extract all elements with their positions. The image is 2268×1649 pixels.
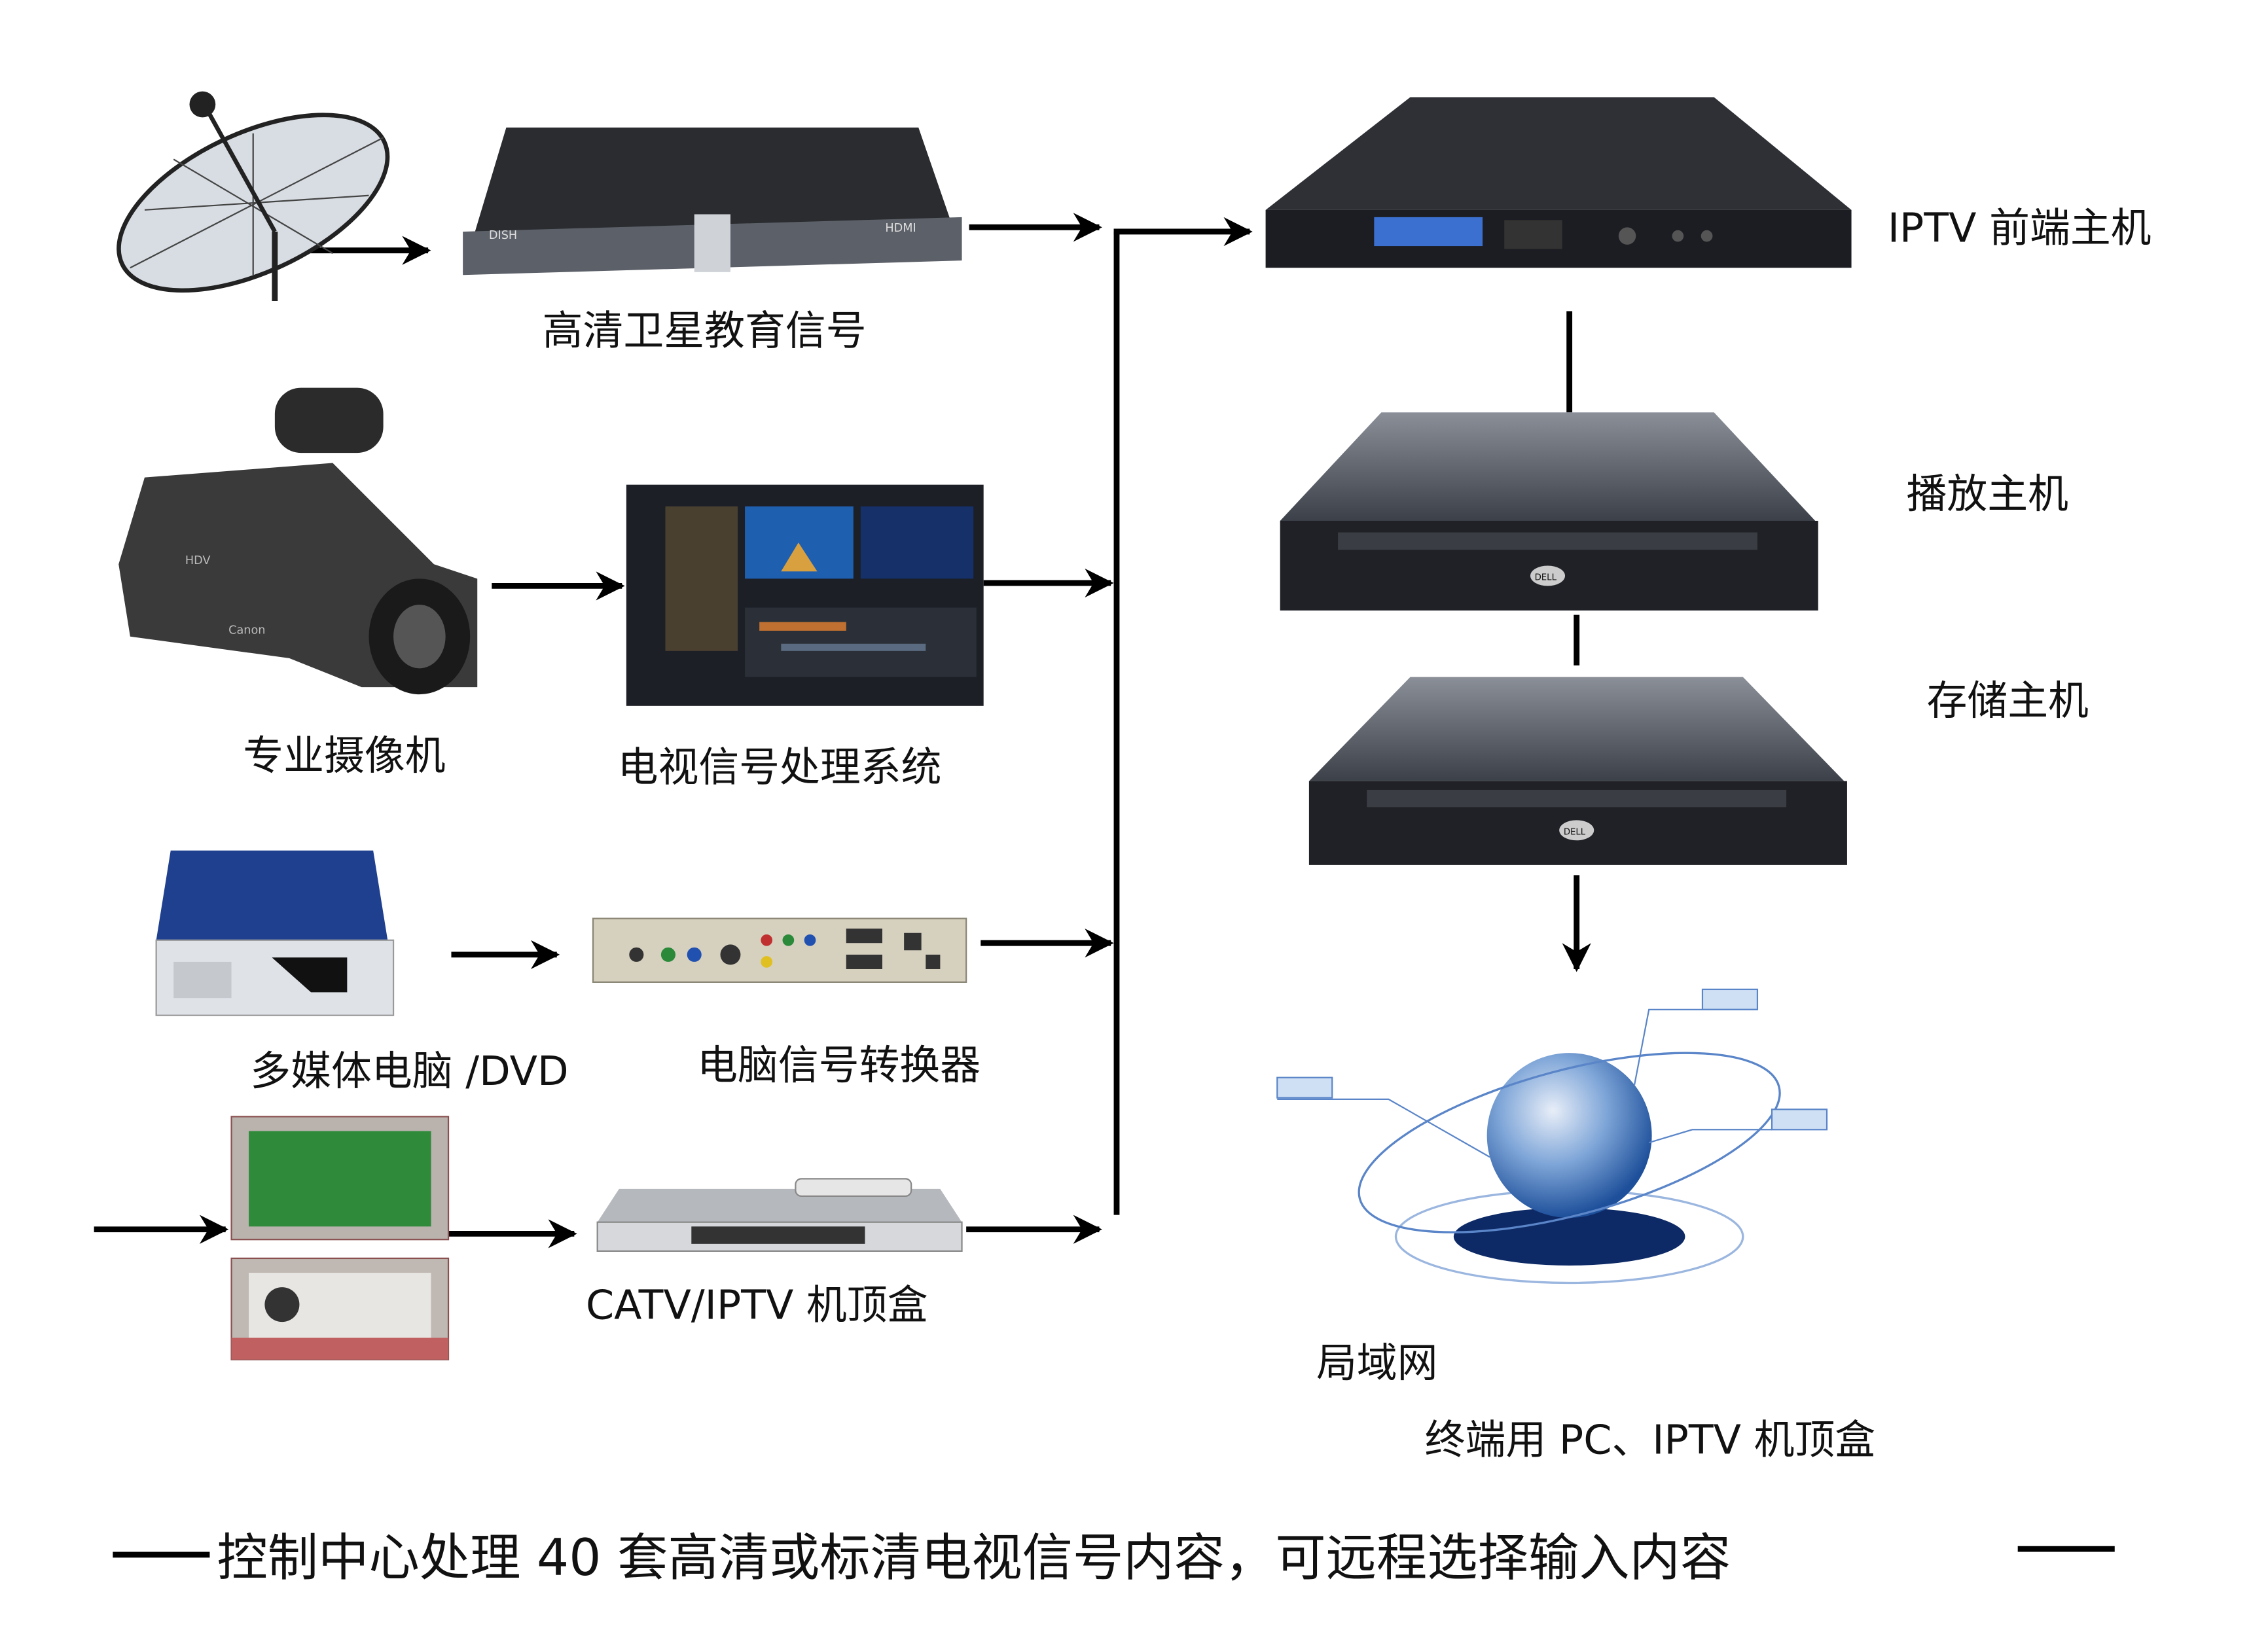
satellite-dish-image bbox=[117, 91, 390, 302]
label-multimedia-pc: 多媒体电脑 /DVD bbox=[250, 1048, 568, 1095]
label-catv-stb: CATV/IPTV 机顶盒 bbox=[586, 1282, 928, 1329]
receiver-brand: DISH bbox=[489, 229, 517, 242]
camera-hdv: HDV bbox=[185, 554, 211, 567]
catv-amplifier-image bbox=[230, 1116, 450, 1360]
multimedia-pc-image bbox=[155, 850, 395, 1016]
storage-server-image: DELL bbox=[1308, 677, 1847, 865]
catv-iptv-stb-image bbox=[596, 1178, 963, 1252]
lan-globe-image bbox=[1276, 988, 1828, 1285]
camera-brand: Canon bbox=[228, 624, 265, 637]
connectors bbox=[94, 213, 1591, 1249]
tv-processing-screen-image bbox=[626, 484, 984, 706]
playout-brand: DELL bbox=[1535, 573, 1557, 583]
receiver-hdmi: HDMI bbox=[885, 222, 916, 235]
label-satellite-signal: 高清卫星教育信号 bbox=[543, 307, 867, 354]
iptv-headend-image bbox=[1265, 97, 1852, 268]
pro-camera-image: Canon HDV bbox=[118, 387, 478, 695]
label-pc-converter: 电脑信号转换器 bbox=[697, 1042, 981, 1089]
label-playout-server: 播放主机 bbox=[1907, 470, 2068, 518]
label-tv-processing: 电视信号处理系统 bbox=[618, 744, 942, 791]
storage-brand: DELL bbox=[1564, 827, 1586, 837]
label-lan: 局域网 bbox=[1316, 1339, 1438, 1387]
label-pro-camera: 专业摄像机 bbox=[243, 732, 445, 779]
label-terminals: 终端用 PC、IPTV 机顶盒 bbox=[1425, 1416, 1876, 1463]
label-storage-server: 存储主机 bbox=[1926, 677, 2088, 724]
label-iptv-headend: IPTV 前端主机 bbox=[1888, 204, 2151, 251]
footer-caption: 控制中心处理 40 套高清或标清电视信号内容，可远程选择输入内容 bbox=[217, 1529, 1731, 1587]
playout-server-image: DELL bbox=[1280, 412, 1818, 611]
signal-converter-image bbox=[592, 917, 967, 983]
satellite-receiver-image: DISH HDMI bbox=[463, 127, 962, 275]
